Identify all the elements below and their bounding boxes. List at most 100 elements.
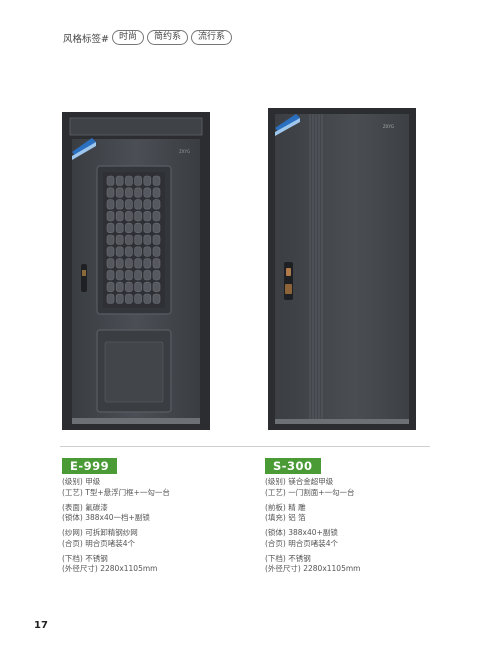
lattice-cell bbox=[125, 234, 133, 245]
lattice-cell bbox=[152, 187, 161, 198]
svg-text:ZXYG: ZXYG bbox=[179, 149, 190, 154]
lattice-cell bbox=[152, 270, 161, 281]
lattice-cell bbox=[152, 246, 161, 257]
lattice-cell bbox=[125, 270, 133, 281]
lattice-cell bbox=[152, 222, 161, 233]
lattice-cell bbox=[152, 281, 161, 292]
lattice-cell bbox=[125, 281, 133, 292]
lattice-cell bbox=[115, 222, 124, 233]
lattice-cell bbox=[143, 293, 152, 304]
lattice-cell bbox=[152, 199, 161, 210]
lattice-cell bbox=[143, 175, 152, 186]
spec-line: (表面) 氟碳漆 bbox=[62, 502, 108, 512]
lattice-cell bbox=[134, 175, 142, 186]
lattice-cell bbox=[134, 246, 142, 257]
lattice-cell bbox=[115, 175, 124, 186]
spec-group: (下档) 不锈钢 (外径尺寸) 2280x1105mm bbox=[265, 554, 360, 575]
tag-popular: 流行系 bbox=[191, 30, 233, 45]
lattice-cell bbox=[106, 293, 115, 304]
spec-group: (表面) 氟碳漆 (锁体) 388x40一档+副锁 bbox=[62, 503, 170, 524]
lattice-cell bbox=[143, 211, 152, 222]
spec-line: (合页) 明合页啫装4个 bbox=[265, 538, 339, 548]
lattice-cell bbox=[115, 187, 124, 198]
spec-line: (前板) 精 雕 bbox=[265, 502, 306, 512]
lattice-cell bbox=[134, 187, 142, 198]
door-e999-image: ZXYG bbox=[62, 112, 210, 430]
lattice-cell bbox=[106, 187, 115, 198]
lattice-cell bbox=[152, 175, 161, 186]
lattice-cell bbox=[115, 199, 124, 210]
style-tags: 风格标签# 时尚 简约系 流行系 bbox=[63, 30, 233, 45]
lattice-cell bbox=[125, 222, 133, 233]
spec-line: (工艺) T型+悬浮门框+一勾一台 bbox=[62, 487, 170, 497]
model-badge-s300: S-300 bbox=[265, 458, 321, 474]
door-s300-image: ZXYG bbox=[268, 108, 416, 430]
lattice-cell bbox=[134, 211, 142, 222]
lattice-cell bbox=[125, 246, 133, 257]
lattice-cell bbox=[106, 281, 115, 292]
lattice-cell bbox=[143, 270, 152, 281]
lattice-cell bbox=[115, 293, 124, 304]
lattice-cell bbox=[134, 281, 142, 292]
spec-group: (前板) 精 雕 (填充) 铝 箔 bbox=[265, 503, 360, 524]
lattice-cell bbox=[106, 222, 115, 233]
spec-line: (纱网) 可拆卸精钢纱网 bbox=[62, 528, 138, 537]
spec-group: (纱网) 可拆卸精钢纱网 (合页) 明合页啫装4个 bbox=[62, 528, 170, 549]
lattice-cell bbox=[143, 199, 152, 210]
lattice-cell bbox=[134, 199, 142, 210]
lattice-cell bbox=[143, 187, 152, 198]
lattice-cell bbox=[106, 211, 115, 222]
lattice-cell bbox=[106, 246, 115, 257]
lattice-cell bbox=[152, 258, 161, 269]
spec-group: (锁体) 388x40+副锁 (合页) 明合页啫装4个 bbox=[265, 528, 360, 549]
spec-line: (下档) 不锈钢 bbox=[265, 553, 311, 563]
spec-line: (锁体) 388x40+副锁 bbox=[265, 528, 338, 537]
lattice-cell bbox=[125, 187, 133, 198]
lattice-cell bbox=[106, 258, 115, 269]
lattice-cell bbox=[152, 293, 161, 304]
lattice-cell bbox=[143, 246, 152, 257]
spec-line: (工艺) 一门割面+一勾一台 bbox=[265, 487, 355, 497]
spec-line: (级别) 甲级 bbox=[62, 477, 101, 486]
lattice-cell bbox=[115, 234, 124, 245]
lattice-cell bbox=[106, 270, 115, 281]
style-tags-label: 风格标签# bbox=[63, 33, 109, 45]
lattice-cell bbox=[134, 258, 142, 269]
spec-line: (外径尺寸) 2280x1105mm bbox=[62, 564, 158, 573]
spec-group: (级别) 甲级 (工艺) T型+悬浮门框+一勾一台 bbox=[62, 477, 170, 498]
lattice-cell bbox=[134, 270, 142, 281]
tag-fashion: 时尚 bbox=[111, 30, 144, 45]
lattice-cell bbox=[125, 258, 133, 269]
lattice-cell bbox=[115, 281, 124, 292]
lattice-cell bbox=[125, 175, 133, 186]
lattice-cell bbox=[125, 293, 133, 304]
spec-line: (级别) 镁合金超甲级 bbox=[265, 477, 334, 486]
model-badge-e999: E-999 bbox=[62, 458, 118, 474]
lattice-cell bbox=[125, 211, 133, 222]
spec-line: (填充) 铝 箔 bbox=[265, 513, 306, 522]
spec-list-s300: (级别) 镁合金超甲级 (工艺) 一门割面+一勾一台 (前板) 精 雕 (填充)… bbox=[265, 477, 360, 579]
lattice-cell bbox=[143, 258, 152, 269]
lattice-cell bbox=[134, 222, 142, 233]
lattice-cell bbox=[106, 199, 115, 210]
lattice-cell bbox=[143, 281, 152, 292]
lattice-cell bbox=[115, 270, 124, 281]
spec-group: (级别) 镁合金超甲级 (工艺) 一门割面+一勾一台 bbox=[265, 477, 360, 498]
lattice-cell bbox=[115, 258, 124, 269]
spec-line: (下档) 不锈钢 bbox=[62, 553, 108, 563]
svg-text:ZXYG: ZXYG bbox=[383, 124, 394, 129]
section-divider bbox=[60, 446, 430, 447]
lattice-cell bbox=[106, 234, 115, 245]
spec-line: (锁体) 388x40一档+副锁 bbox=[62, 513, 150, 522]
spec-line: (合页) 明合页啫装4个 bbox=[62, 538, 136, 548]
lattice-cell bbox=[134, 234, 142, 245]
lattice-cell bbox=[134, 293, 142, 304]
lattice-cell bbox=[143, 222, 152, 233]
lattice-cell bbox=[152, 211, 161, 222]
lattice-cell bbox=[152, 234, 161, 245]
lattice-cell bbox=[115, 211, 124, 222]
lattice-cell bbox=[115, 246, 124, 257]
spec-group: (下档) 不锈钢 (外径尺寸) 2280x1105mm bbox=[62, 554, 170, 575]
lattice-cell bbox=[106, 175, 115, 186]
page-number: 17 bbox=[34, 620, 48, 631]
